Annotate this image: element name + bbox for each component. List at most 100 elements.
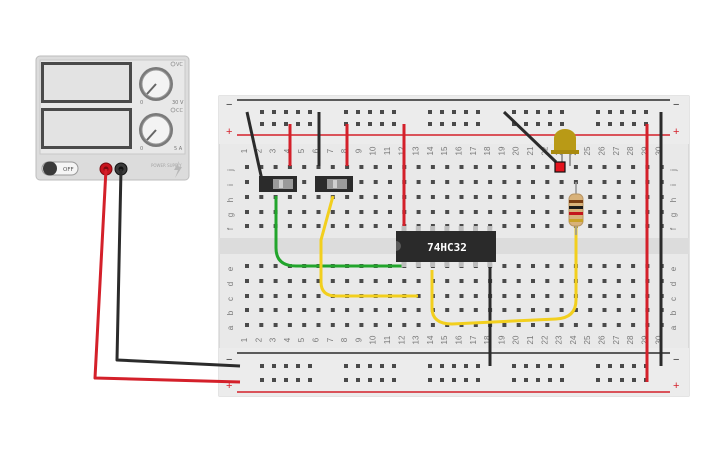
rail-hole[interactable] xyxy=(428,122,432,126)
chip-pin[interactable] xyxy=(430,261,436,267)
rail-hole[interactable] xyxy=(356,122,360,126)
breadboard-hole[interactable] xyxy=(359,224,364,228)
breadboard-hole[interactable] xyxy=(516,323,521,327)
breadboard-hole[interactable] xyxy=(245,165,249,169)
rail-hole[interactable] xyxy=(308,122,312,126)
breadboard-hole[interactable] xyxy=(388,180,392,184)
breadboard-hole[interactable] xyxy=(259,279,264,283)
rail-hole[interactable] xyxy=(440,378,444,382)
rail-hole[interactable] xyxy=(476,110,480,114)
breadboard-hole[interactable] xyxy=(531,210,535,214)
chip-74hc32[interactable]: 74HC32 xyxy=(396,226,496,267)
rail-hole[interactable] xyxy=(356,364,360,368)
breadboard-hole[interactable] xyxy=(488,195,493,199)
power-supply[interactable]: 0 30 V 0 5 A VC CC OFF POWER SUPPLY xyxy=(35,55,190,181)
breadboard-hole[interactable] xyxy=(245,294,249,298)
chip-pin[interactable] xyxy=(444,261,450,267)
breadboard-hole[interactable] xyxy=(531,323,535,327)
chip-pin[interactable] xyxy=(444,226,450,232)
breadboard-hole[interactable] xyxy=(316,308,321,312)
rail-hole[interactable] xyxy=(620,110,624,114)
rail-hole[interactable] xyxy=(524,122,528,126)
breadboard-hole[interactable] xyxy=(573,165,578,169)
breadboard-hole[interactable] xyxy=(545,279,550,283)
breadboard-hole[interactable] xyxy=(588,210,593,214)
breadboard-hole[interactable] xyxy=(631,165,636,169)
rail-hole[interactable] xyxy=(596,378,600,382)
breadboard-hole[interactable] xyxy=(416,294,421,298)
breadboard-hole[interactable] xyxy=(373,279,378,283)
breadboard-hole[interactable] xyxy=(445,195,450,199)
breadboard-hole[interactable] xyxy=(545,224,550,228)
breadboard-hole[interactable] xyxy=(388,279,392,283)
breadboard-hole[interactable] xyxy=(631,180,636,184)
breadboard-hole[interactable] xyxy=(488,165,493,169)
breadboard-hole[interactable] xyxy=(573,323,578,327)
rail-hole[interactable] xyxy=(524,364,528,368)
breadboard-hole[interactable] xyxy=(559,294,564,298)
breadboard-hole[interactable] xyxy=(616,165,621,169)
breadboard-hole[interactable] xyxy=(459,308,464,312)
rail-hole[interactable] xyxy=(440,364,444,368)
rail-hole[interactable] xyxy=(548,378,552,382)
breadboard-hole[interactable] xyxy=(516,210,521,214)
breadboard-hole[interactable] xyxy=(259,264,264,268)
breadboard-hole[interactable] xyxy=(430,180,435,184)
breadboard-hole[interactable] xyxy=(430,210,435,214)
breadboard-hole[interactable] xyxy=(473,165,478,169)
breadboard-hole[interactable] xyxy=(631,323,636,327)
rail-hole[interactable] xyxy=(608,364,612,368)
rail-hole[interactable] xyxy=(632,110,636,114)
breadboard-hole[interactable] xyxy=(631,264,636,268)
breadboard-hole[interactable] xyxy=(473,195,478,199)
rail-hole[interactable] xyxy=(296,364,300,368)
breadboard-hole[interactable] xyxy=(631,210,636,214)
rail-hole[interactable] xyxy=(464,110,468,114)
rail-hole[interactable] xyxy=(596,364,600,368)
breadboard-hole[interactable] xyxy=(245,308,249,312)
breadboard-hole[interactable] xyxy=(459,210,464,214)
breadboard-hole[interactable] xyxy=(602,279,607,283)
breadboard-hole[interactable] xyxy=(631,224,636,228)
rail-hole[interactable] xyxy=(512,110,516,114)
breadboard-hole[interactable] xyxy=(273,323,278,327)
breadboard-hole[interactable] xyxy=(359,195,364,199)
breadboard-hole[interactable] xyxy=(245,279,249,283)
rail-hole[interactable] xyxy=(620,122,624,126)
rail-hole[interactable] xyxy=(368,122,372,126)
rail-hole[interactable] xyxy=(560,122,564,126)
breadboard-hole[interactable] xyxy=(516,224,521,228)
rail-hole[interactable] xyxy=(260,378,264,382)
chip-pin[interactable] xyxy=(415,261,421,267)
rail-hole[interactable] xyxy=(608,110,612,114)
rail-hole[interactable] xyxy=(476,378,480,382)
led-selected-pin[interactable] xyxy=(554,161,566,173)
breadboard-hole[interactable] xyxy=(373,210,378,214)
current-knob[interactable] xyxy=(139,113,173,147)
breadboard-hole[interactable] xyxy=(287,165,292,169)
rail-hole[interactable] xyxy=(536,122,540,126)
breadboard-hole[interactable] xyxy=(559,279,564,283)
breadboard-hole[interactable] xyxy=(559,308,564,312)
breadboard-hole[interactable] xyxy=(559,323,564,327)
rail-hole[interactable] xyxy=(476,122,480,126)
breadboard-hole[interactable] xyxy=(488,180,493,184)
rail-hole[interactable] xyxy=(428,364,432,368)
breadboard-hole[interactable] xyxy=(602,224,607,228)
breadboard-hole[interactable] xyxy=(473,210,478,214)
breadboard-hole[interactable] xyxy=(502,294,507,298)
chip-pin[interactable] xyxy=(430,226,436,232)
rail-hole[interactable] xyxy=(560,378,564,382)
breadboard-hole[interactable] xyxy=(388,210,392,214)
breadboard-hole[interactable] xyxy=(588,294,593,298)
breadboard-hole[interactable] xyxy=(316,224,321,228)
chip-pin[interactable] xyxy=(415,226,421,232)
breadboard-hole[interactable] xyxy=(531,308,535,312)
breadboard-hole[interactable] xyxy=(287,308,292,312)
rail-hole[interactable] xyxy=(644,110,648,114)
rail-hole[interactable] xyxy=(428,378,432,382)
breadboard-hole[interactable] xyxy=(459,180,464,184)
breadboard-hole[interactable] xyxy=(359,210,364,214)
breadboard-hole[interactable] xyxy=(302,308,307,312)
breadboard-hole[interactable] xyxy=(459,279,464,283)
